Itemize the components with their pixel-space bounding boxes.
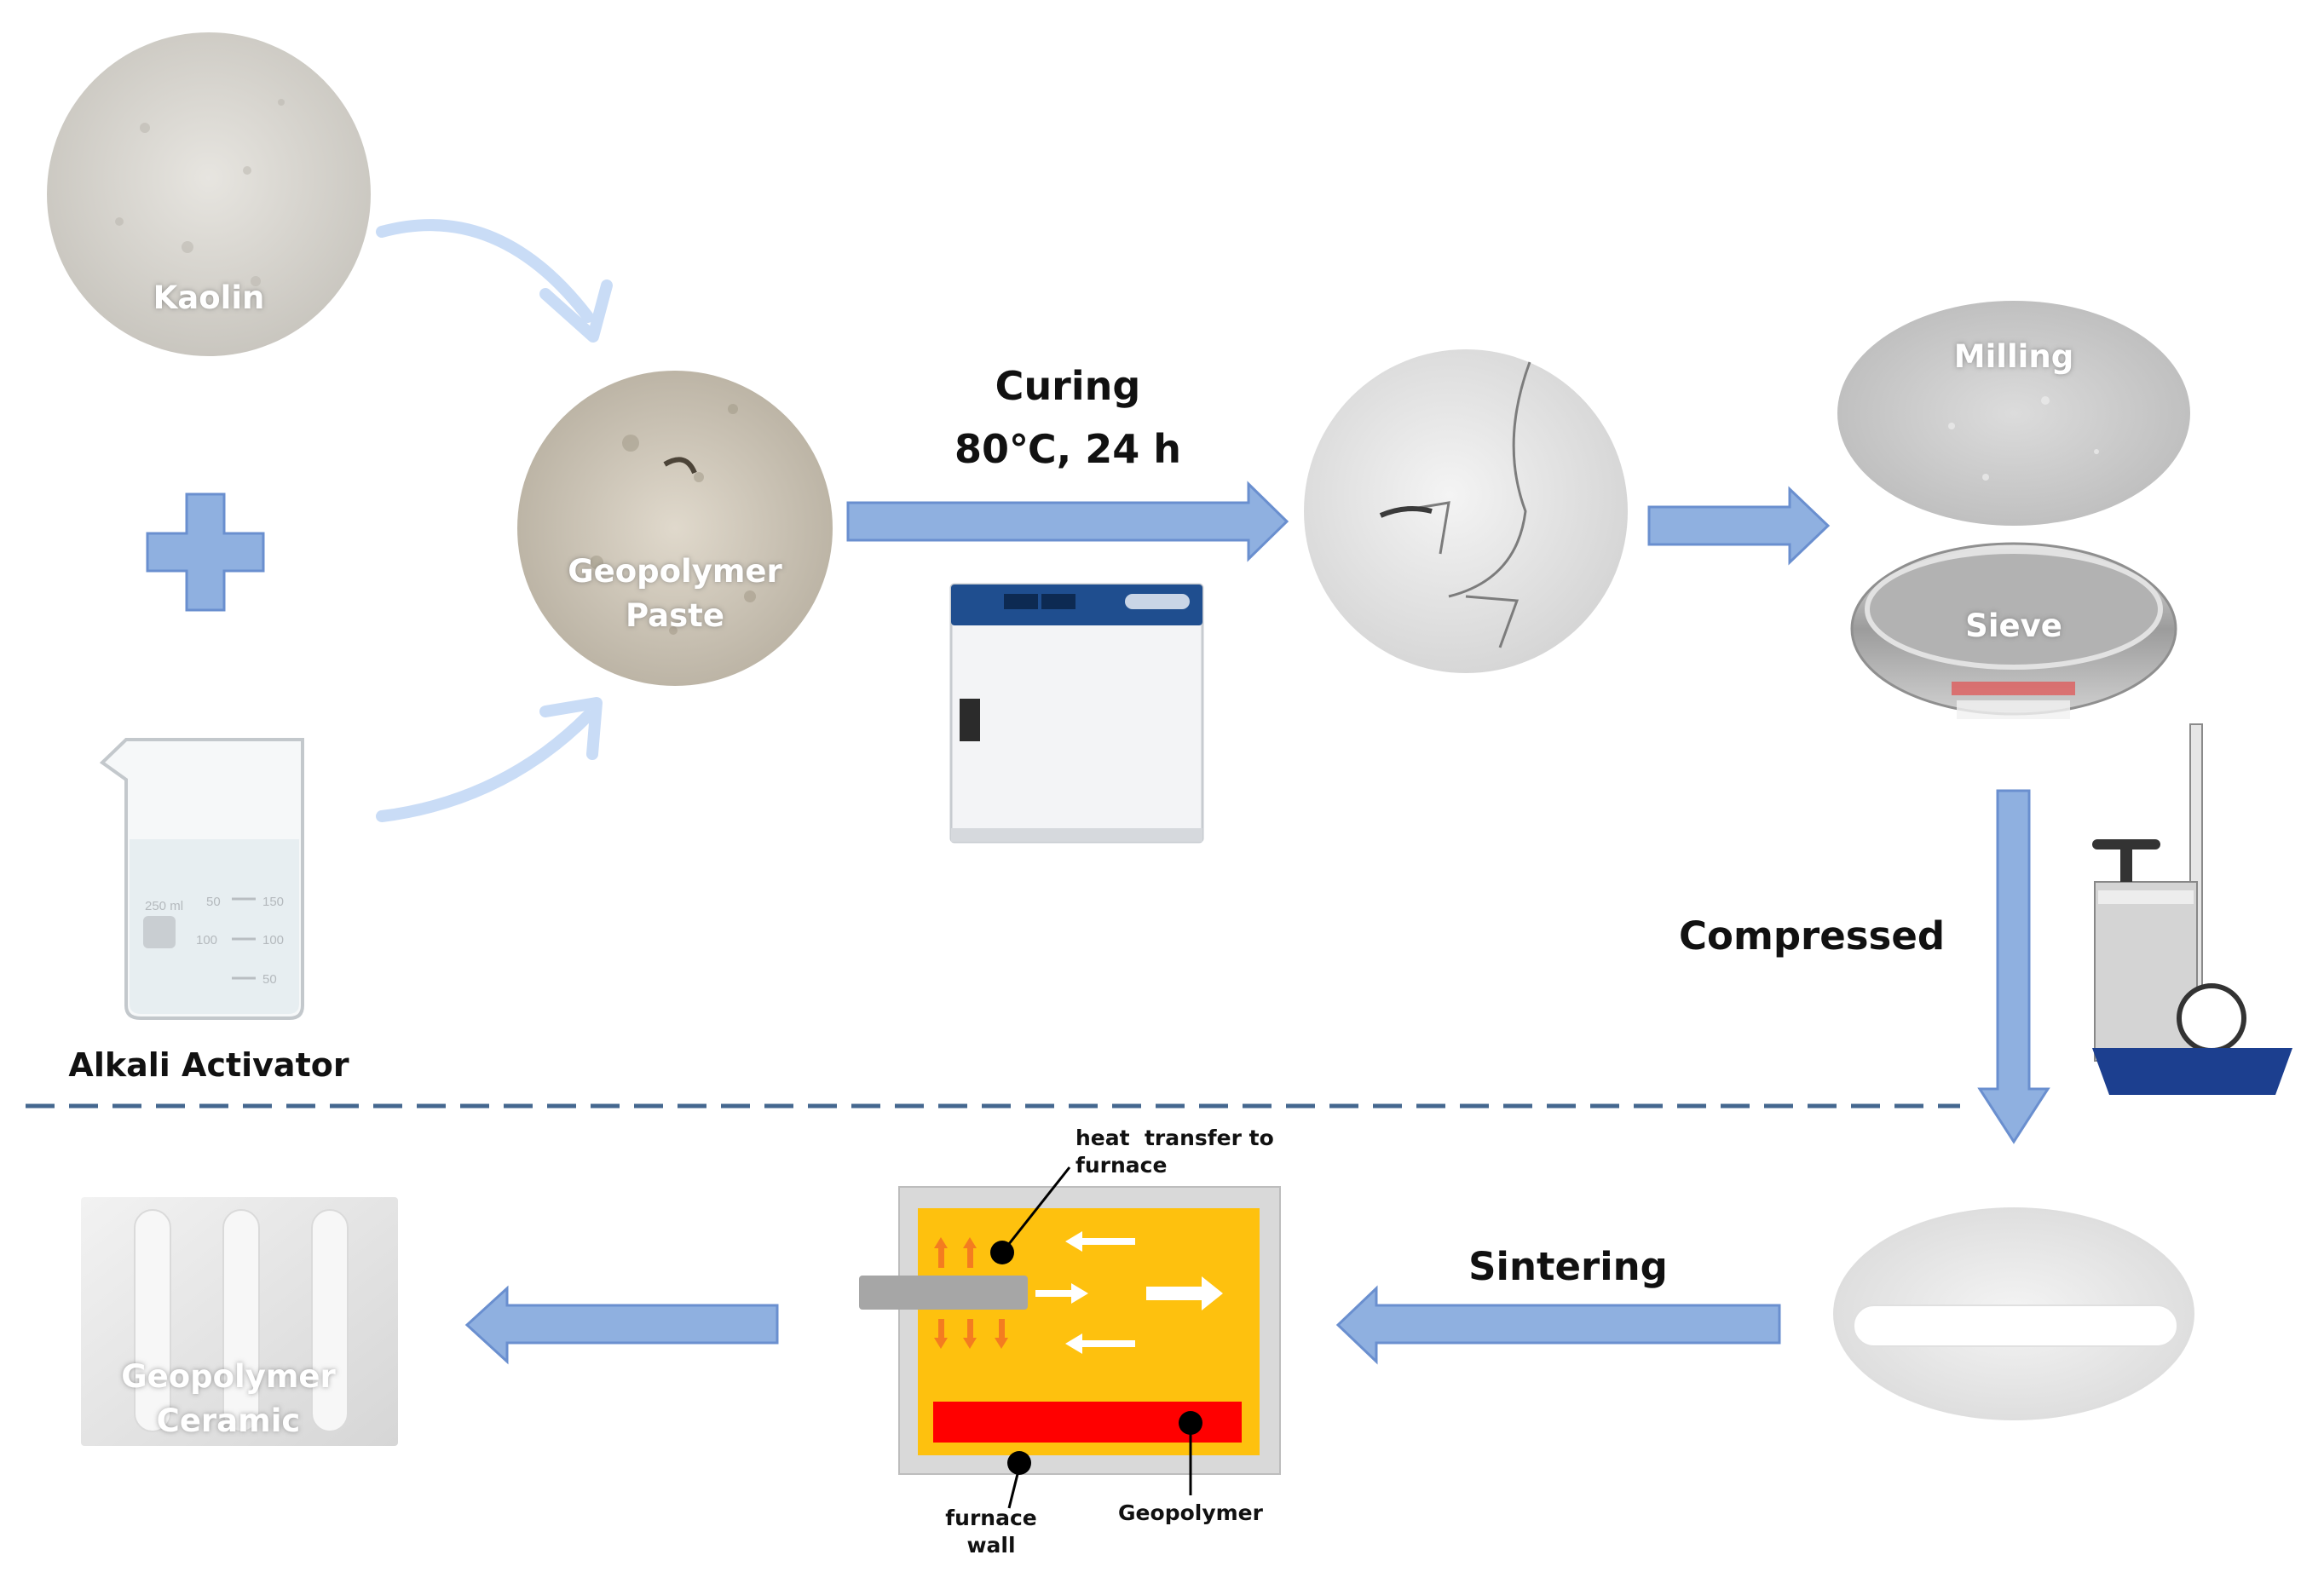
sintering-label: Sintering: [1468, 1244, 1668, 1289]
thermocouple-probe: [859, 1276, 1028, 1310]
geopolymer-paste-image: [517, 371, 833, 686]
geopolymer-paste-label: Geopolymer Paste: [568, 553, 782, 634]
milling-label: Milling: [1953, 338, 2074, 375]
arrow-curing: [846, 481, 1289, 562]
hydraulic-press-image: [2092, 723, 2292, 1095]
geopolymer-ceramic-image: [81, 1197, 398, 1446]
heat-arrows: [934, 1237, 1008, 1349]
beaker-mark-2: 150: [262, 895, 284, 909]
furnace-wall-label: furnace wall: [945, 1506, 1037, 1558]
curing-label: Curing: [995, 363, 1141, 409]
beaker-mark-4: 100: [262, 933, 284, 947]
kaolin-texture: [115, 99, 285, 286]
sieve-label: Sieve: [1965, 608, 2062, 644]
compressed-label: Compressed: [1679, 913, 1946, 959]
arrow-sintering: [1335, 1285, 1781, 1365]
geopolymer-ceramic-label: Geopolymer Ceramic: [121, 1358, 336, 1439]
alkali-activator-label: Alkali Activator: [68, 1046, 349, 1084]
cured-geopolymer-image: [1304, 349, 1628, 673]
sieve-image: [1850, 542, 2177, 719]
curved-arrow-activator: [376, 710, 594, 822]
curing-oven-image: [949, 583, 1204, 844]
geopolymer-callout-label: Geopolymer: [1118, 1500, 1263, 1525]
beaker-mark-3: 100: [196, 933, 217, 947]
curing-conditions-label: 80℃, 24 h: [954, 426, 1181, 472]
callout-dot-geopolymer: [1179, 1411, 1202, 1435]
beaker-mark-volume: 250 ml: [145, 899, 183, 913]
beaker-image: [99, 738, 304, 1020]
callout-dot-heat: [990, 1241, 1014, 1264]
kaolin-label: Kaolin: [153, 279, 265, 316]
callout-dot-wall: [1007, 1451, 1031, 1475]
beaker-mark-5: 50: [262, 972, 277, 987]
curved-arrow-kaolin: [376, 219, 594, 323]
furnace-schematic: [859, 1166, 1281, 1509]
arrow-to-milling: [1647, 486, 1831, 566]
convection-arrows: [1035, 1231, 1223, 1354]
arrow-to-ceramic: [464, 1285, 779, 1365]
beaker-mark-1: 50: [206, 895, 221, 909]
milled-powder-image: [1837, 301, 2190, 526]
plus-icon: [146, 492, 265, 612]
arrow-compressed: [1977, 789, 2050, 1144]
heat-transfer-label: heat transfer to furnace: [1075, 1126, 1274, 1178]
kaolin-powder-image: [47, 32, 371, 356]
